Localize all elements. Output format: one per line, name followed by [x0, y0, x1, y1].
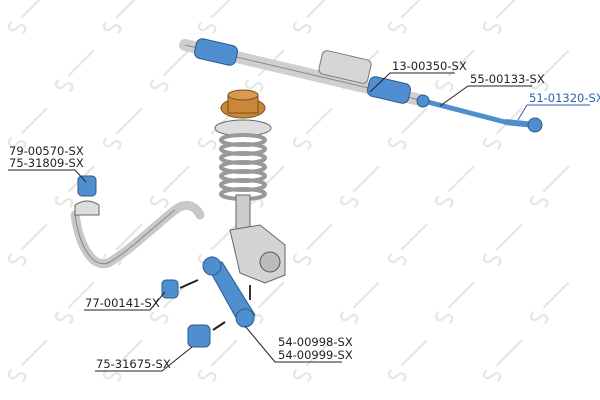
watermark-logo — [387, 223, 428, 267]
stabilizer-bushing — [77, 175, 97, 197]
steering-boot-left — [193, 38, 239, 66]
label-front-arm-bushing: 77-00141-SX — [85, 296, 160, 310]
label-tie-rod: 55-00133-SX — [470, 72, 545, 86]
label-rear-arm-bushing: 75-31675-SX — [96, 357, 171, 371]
watermark-logo — [54, 281, 95, 325]
watermark-logo — [102, 0, 143, 35]
watermark-logo — [149, 165, 190, 209]
label-stabilizer-bushing-a: 79-00570-SX — [9, 144, 84, 158]
watermark-logo — [434, 281, 475, 325]
watermark-logo — [197, 339, 238, 383]
label-steering-boot: 13-00350-SX — [392, 59, 467, 73]
watermark-logo — [482, 223, 523, 267]
watermark-logo — [434, 49, 475, 93]
watermark-layer — [7, 0, 570, 383]
steering-boot-right — [366, 76, 412, 104]
bushing-bracket — [74, 200, 100, 216]
watermark-logo — [7, 107, 48, 151]
label-tie-rod-end[interactable]: 51-01320-SX — [529, 91, 600, 105]
watermark-logo — [149, 49, 190, 93]
watermark-logo — [7, 223, 48, 267]
rear-arm-bushing — [187, 321, 226, 348]
watermark-logo — [292, 107, 333, 151]
label-control-arm-b: 54-00999-SX — [278, 348, 353, 362]
watermark-logo — [529, 281, 570, 325]
watermark-logo — [339, 281, 380, 325]
watermark-logo — [7, 339, 48, 383]
watermark-logo — [102, 339, 143, 383]
watermark-logo — [387, 0, 428, 35]
watermark-logo — [482, 107, 523, 151]
control-arm — [202, 256, 256, 328]
leader-lines — [8, 72, 590, 372]
watermark-logo — [339, 165, 380, 209]
watermark-logo — [387, 107, 428, 151]
tie-rod — [417, 97, 508, 125]
watermark-logo — [529, 49, 570, 93]
tie-rod-end — [504, 117, 543, 133]
watermark-logo — [529, 165, 570, 209]
watermark-logo — [292, 223, 333, 267]
watermark-logo — [54, 49, 95, 93]
watermark-logo — [102, 107, 143, 151]
watermark-logo — [197, 0, 238, 35]
front-arm-bushing — [161, 279, 199, 299]
strut-assembly — [214, 89, 272, 236]
watermark-logo — [482, 0, 523, 35]
watermark-logo — [387, 339, 428, 383]
watermark-logo — [434, 165, 475, 209]
label-control-arm-a: 54-00998-SX — [278, 335, 353, 349]
watermark-logo — [482, 339, 523, 383]
watermark-logo — [7, 0, 48, 35]
label-stabilizer-bushing-b: 75-31809-SX — [9, 156, 84, 170]
watermark-logo — [292, 0, 333, 35]
